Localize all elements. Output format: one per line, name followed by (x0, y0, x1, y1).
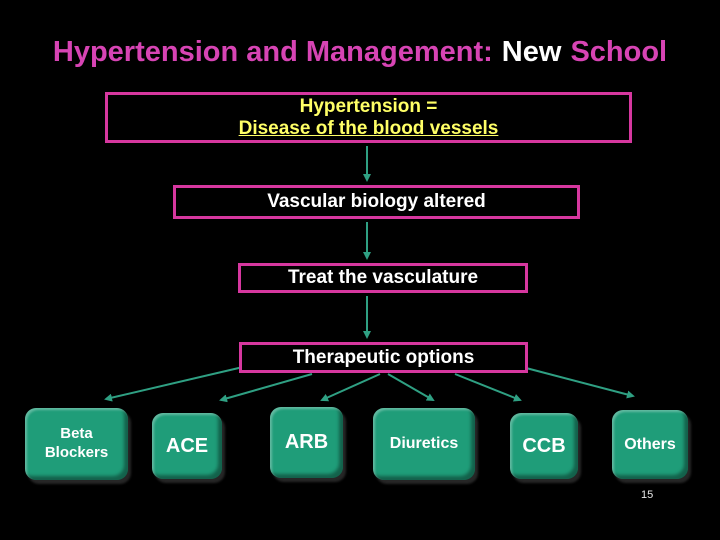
diuretics-label: Diuretics (389, 435, 459, 452)
beta-blockers-button[interactable]: Beta Blockers (25, 408, 128, 480)
others-label: Others (624, 435, 676, 453)
arrow-options-to-ccb (454, 373, 522, 402)
arrow-options-to-arb (320, 373, 381, 402)
slide-title-highlight: New (501, 36, 562, 68)
slide-title-prefix: Hypertension and Management: (52, 36, 493, 68)
hypertension-line2: Disease of the blood vessels (238, 118, 499, 139)
flow-box-treat-vasculature: Treat the vasculature (238, 263, 528, 293)
flow-box-therapeutic-options: Therapeutic options (239, 342, 528, 373)
diuretics-button[interactable]: Diuretics (373, 408, 475, 480)
arb-label: ARB (284, 431, 329, 453)
arrow-options-to-diuretics (387, 373, 435, 402)
page-number: 15 (641, 489, 654, 501)
flow-box-vascular-biology: Vascular biology altered (173, 185, 580, 219)
arb-button[interactable]: ARB (270, 407, 343, 478)
beta-blockers-label: Beta Blockers (44, 425, 109, 461)
ccb-button[interactable]: CCB (510, 413, 578, 479)
arrow-options-to-others (525, 367, 635, 399)
arrow-options-to-beta-blockers (104, 366, 244, 402)
ccb-label: CCB (522, 434, 566, 457)
others-button[interactable]: Others (612, 410, 688, 479)
ace-button[interactable]: ACE (152, 413, 222, 479)
slide-title-suffix: School (570, 36, 668, 68)
arrow-options-to-ace (219, 373, 313, 403)
flow-box-hypertension: Hypertension = Disease of the blood vess… (105, 92, 632, 143)
hypertension-line1: Hypertension = (299, 96, 438, 117)
ace-label: ACE (165, 434, 209, 457)
